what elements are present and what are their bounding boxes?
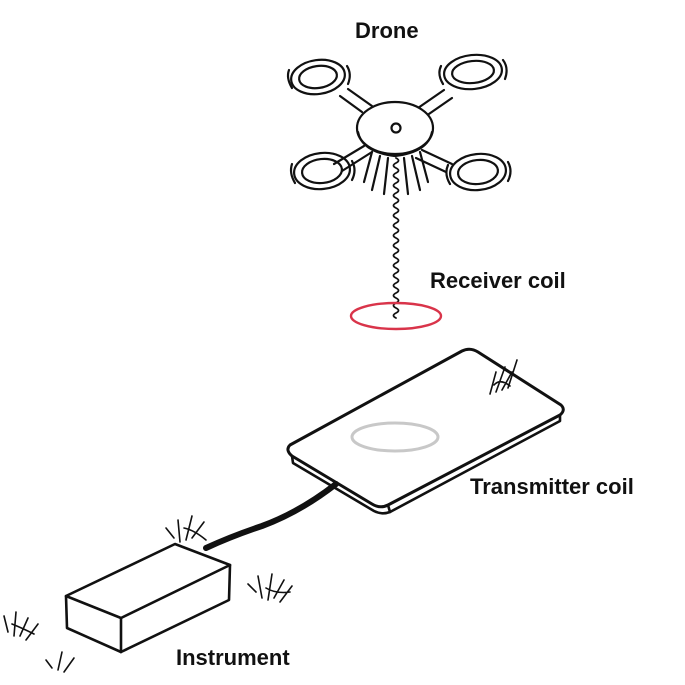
receiver-coil	[349, 301, 443, 331]
connecting-cable	[203, 481, 339, 551]
instrument-label: Instrument	[176, 645, 290, 670]
tether-cable	[392, 157, 400, 319]
rotor-bottom-right	[445, 152, 512, 192]
rotor-top-left	[286, 58, 351, 96]
drone-landing-legs	[362, 150, 430, 196]
receiver-coil-label: Receiver coil	[430, 268, 566, 293]
drone-illustration	[286, 53, 512, 319]
drone-arms	[332, 87, 454, 174]
rotor-bottom-left	[289, 151, 356, 191]
transmitter-loop	[350, 421, 440, 453]
transmitter-coil-label: Transmitter coil	[470, 474, 634, 499]
instrument-box	[64, 542, 232, 654]
drone-body	[355, 100, 435, 158]
drone-label: Drone	[355, 18, 419, 43]
rotor-top-right	[438, 53, 508, 91]
transmitter-plate	[286, 347, 565, 515]
grass-tufts	[3, 359, 518, 673]
